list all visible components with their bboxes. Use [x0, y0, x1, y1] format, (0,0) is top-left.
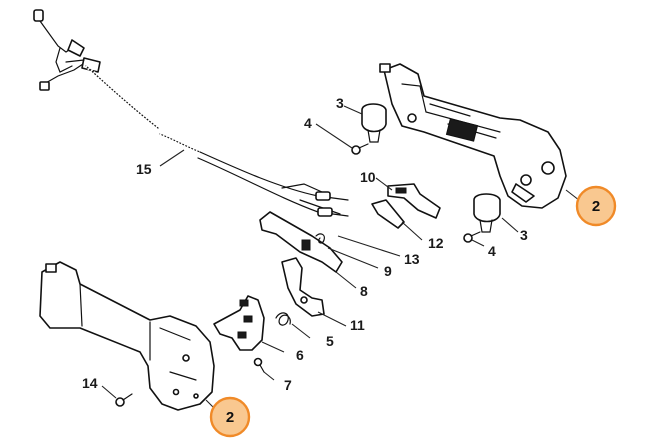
- slide-part: [387, 183, 441, 219]
- label-4-lower: 4: [488, 243, 496, 259]
- label-6: 6: [296, 347, 304, 363]
- clamp-upper: [361, 103, 387, 143]
- label-13: 13: [404, 251, 420, 267]
- screw-lower: [463, 231, 481, 243]
- clamp-lower: [473, 193, 501, 233]
- torsion-spring-small: [315, 233, 325, 244]
- handle-housing-right: [379, 63, 567, 209]
- label-9: 9: [384, 263, 392, 279]
- screw-upper: [351, 143, 369, 155]
- label-3-lower: 3: [520, 227, 528, 243]
- label-3-upper: 3: [336, 95, 344, 111]
- label-10: 10: [360, 169, 376, 185]
- control-cable: [84, 64, 349, 217]
- leader-lines: [101, 105, 585, 413]
- throttle-trigger: [259, 211, 343, 273]
- screw-small: [253, 357, 265, 373]
- label-14: 14: [82, 375, 98, 391]
- label-2-bottom: 2: [226, 409, 234, 426]
- label-2-right: 2: [592, 198, 600, 215]
- label-8: 8: [360, 283, 368, 299]
- handle-housing-left: [39, 261, 215, 411]
- callout-2-bottom[interactable]: 2: [209, 396, 251, 438]
- label-7: 7: [284, 377, 292, 393]
- torsion-spring: [275, 312, 291, 326]
- label-11: 11: [350, 317, 365, 333]
- label-5: 5: [326, 333, 334, 349]
- label-12: 12: [428, 235, 444, 251]
- wiring-harness: [33, 9, 101, 91]
- callout-2-right[interactable]: 2: [575, 185, 617, 227]
- lever-small: [371, 199, 405, 229]
- label-15: 15: [136, 161, 152, 177]
- switch-shaft: [213, 295, 265, 351]
- screw-long: [115, 393, 133, 407]
- interlock-lever: [281, 257, 325, 317]
- label-4-upper: 4: [304, 115, 312, 131]
